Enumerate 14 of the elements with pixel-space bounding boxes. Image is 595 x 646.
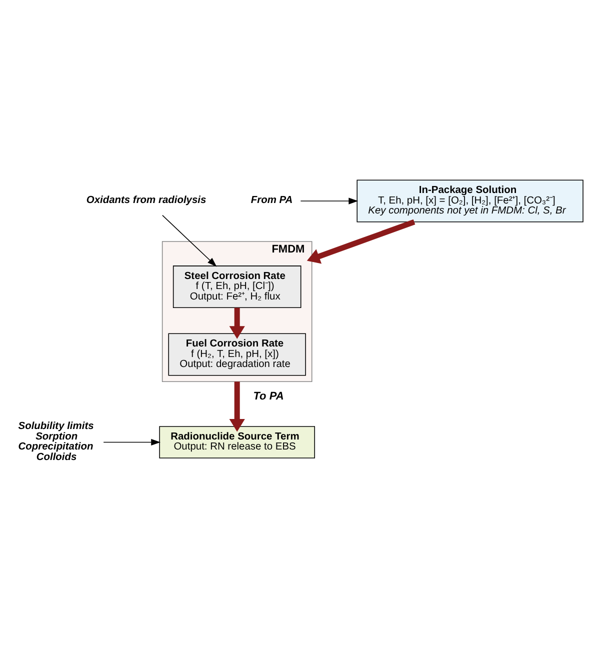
- node-text: Oxidants from radiolysis: [86, 194, 206, 206]
- node-box: In-Package Solution T, Eh, pH, [x] = [O₂], [H₂], [Fe²⁺], [CO₃²⁻] Key components not yet in FMDM: Cl, S, Br: [356, 180, 584, 222]
- node-box: Steel Corrosion Rate f (T, Eh, pH, [Cl⁻]) Output: Fe²⁺, H₂ flux: [172, 266, 302, 308]
- arrow: [229, 308, 245, 339]
- node-text: Solubility limits Sorption Coprecipitation Colloids: [18, 421, 94, 463]
- arrow: [306, 219, 416, 264]
- node-text: From PA: [250, 194, 293, 206]
- edge-label: To PA: [253, 390, 284, 402]
- node-box: Radionuclide Source Term Output: RN release to EBS: [159, 426, 316, 458]
- arrow: [229, 382, 245, 432]
- node-box: Fuel Corrosion Rate f (H₂, T, Eh, pH, [x]) Output: degradation rate: [168, 333, 306, 376]
- arrow: [103, 438, 161, 446]
- arrow: [162, 214, 217, 267]
- arrow: [300, 198, 358, 204]
